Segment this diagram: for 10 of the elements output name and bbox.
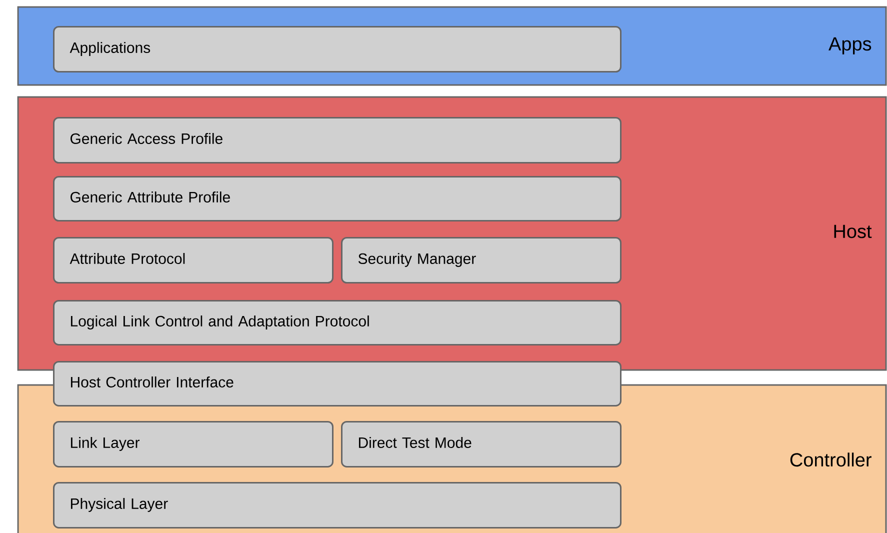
protocol-box: Link Layer [53, 421, 334, 468]
protocol-box: Direct Test Mode [341, 421, 622, 468]
protocol-box: Applications [53, 26, 622, 72]
protocol-box: Logical Link Control and Adaptation Protocol [53, 300, 622, 346]
protocol-box: Attribute Protocol [53, 237, 334, 284]
protocol-box: Generic Attribute Profile [53, 176, 622, 222]
protocol-box: Security Manager [341, 237, 622, 284]
protocol-box: Host Controller Interface [53, 361, 622, 406]
protocol-box: Generic Access Profile [53, 117, 622, 164]
protocol-box: Physical Layer [53, 482, 622, 528]
